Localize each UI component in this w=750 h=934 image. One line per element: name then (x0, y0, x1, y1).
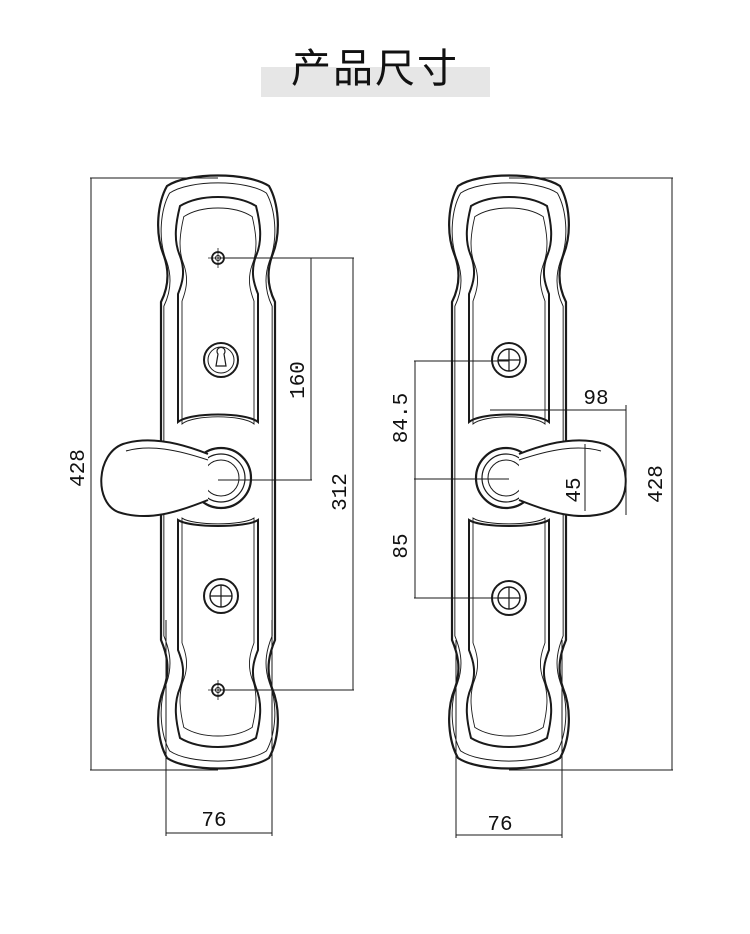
right-lock-plate (448, 174, 627, 770)
right-height-label: 428 (646, 465, 669, 503)
title-underline-bar (261, 67, 490, 97)
left-height-label: 428 (68, 449, 91, 487)
left-screw-total-label: 312 (330, 473, 353, 511)
page-title: 产品尺寸 (291, 46, 459, 92)
left-lock-plate (100, 174, 279, 770)
right-dimension-lines (414, 177, 673, 838)
right-handle-width-label: 45 (564, 477, 587, 502)
right-width-label: 76 (487, 814, 512, 837)
right-lower-offset-label: 85 (391, 533, 414, 558)
right-handle-length-label: 98 (583, 388, 608, 411)
left-width-label: 76 (201, 810, 226, 833)
left-screw-upper-label: 160 (288, 361, 311, 399)
left-dimension-lines (90, 177, 354, 836)
right-upper-offset-label: 84.5 (391, 393, 414, 443)
